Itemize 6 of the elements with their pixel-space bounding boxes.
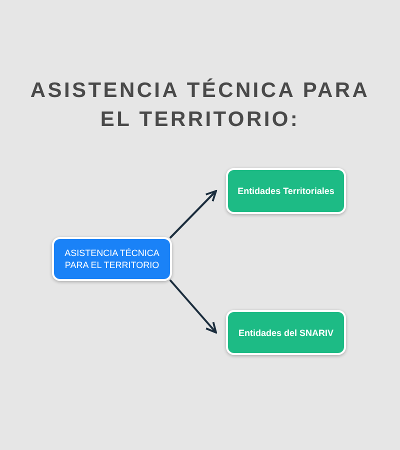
target-box: Entidades Territoriales [226, 168, 346, 214]
arrow [169, 190, 217, 239]
title: ASISTENCIA TÉCNICA PARA EL TERRITORIO: [29, 77, 371, 133]
arrow [169, 279, 217, 334]
process-box: ASISTENCIA TÉCNICA PARA EL TERRITORIO [52, 237, 172, 281]
target-box: Entidades del SNARIV [226, 310, 346, 355]
